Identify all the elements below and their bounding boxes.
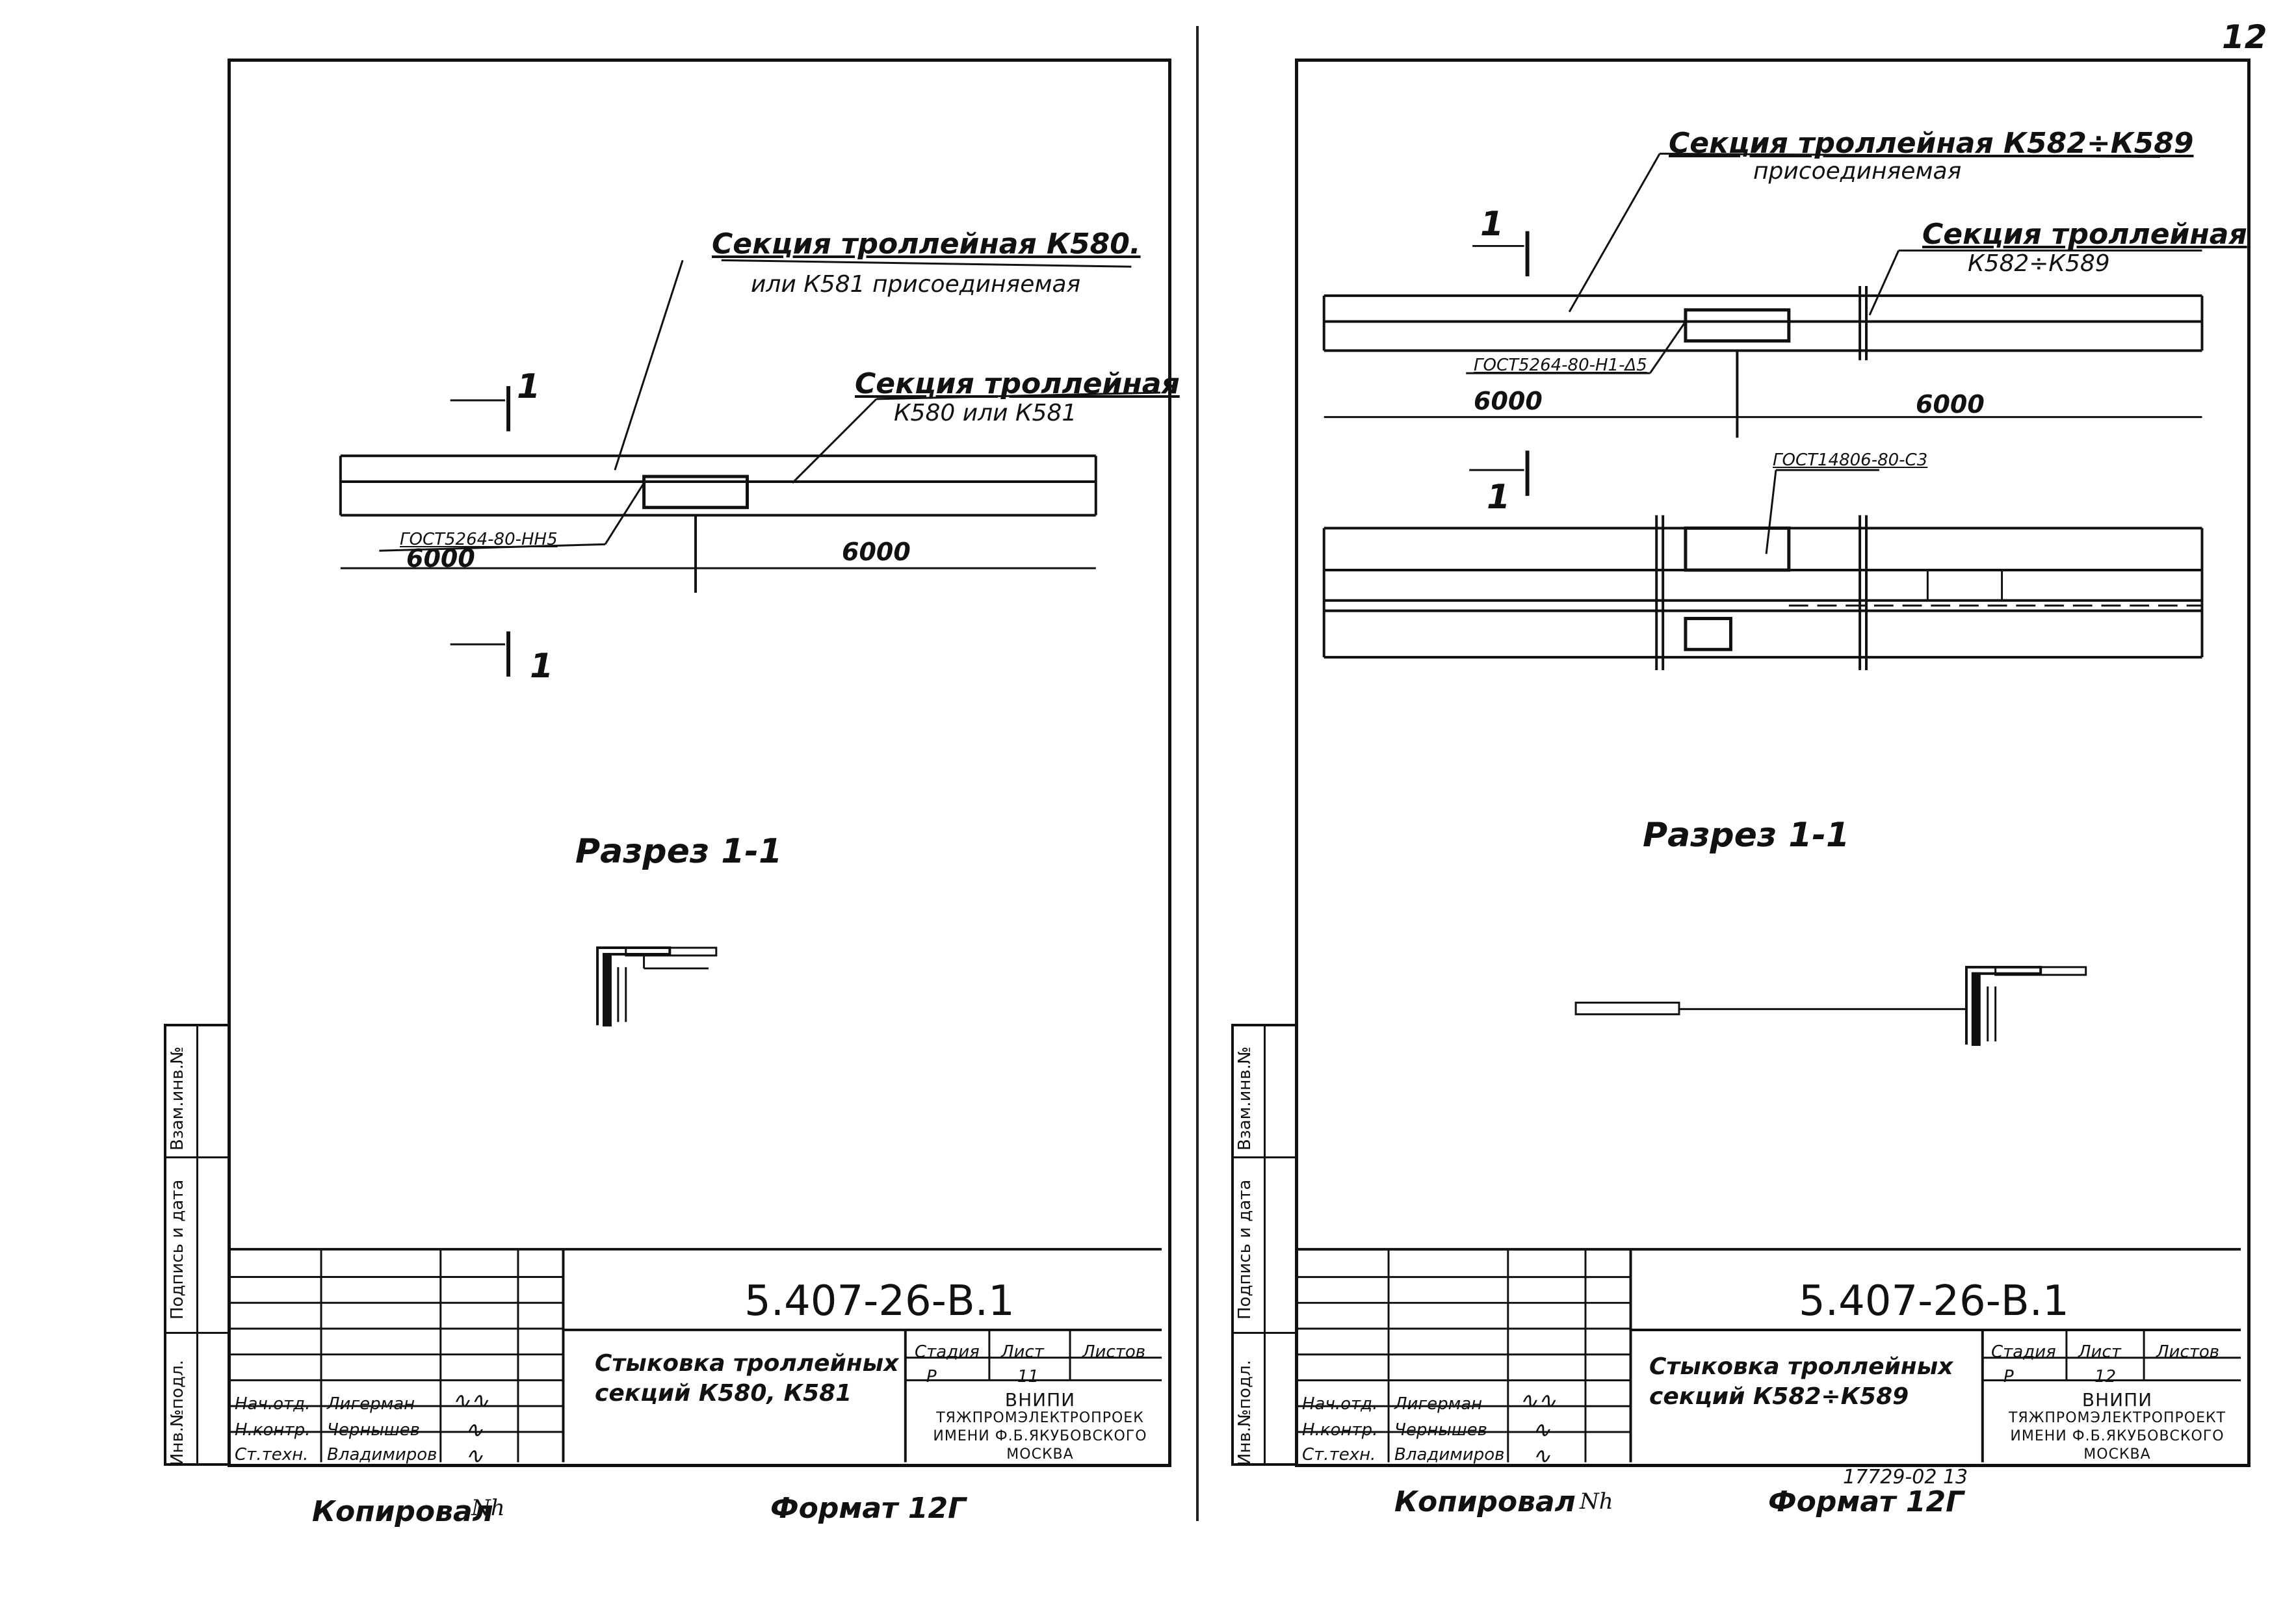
role-1: Нач.отд. bbox=[1302, 1394, 1378, 1414]
sheet-value: 11 bbox=[1017, 1367, 1039, 1386]
label-joined-section: Секция троллейная К580. bbox=[712, 228, 1141, 261]
org-line-1: ВНИПИ bbox=[1004, 1389, 1076, 1411]
copied-by-right: Копировал bbox=[1394, 1485, 1576, 1518]
org-line-1: ВНИПИ bbox=[2081, 1389, 2153, 1411]
role-2: Н.контр. bbox=[1302, 1420, 1378, 1440]
dimension-right: 6000 bbox=[1916, 390, 1985, 419]
page-number: 12 bbox=[2222, 18, 2267, 56]
stage-header: Стадия bbox=[915, 1342, 980, 1362]
org-line-4: МОСКВА bbox=[2083, 1446, 2151, 1463]
section-mark-bottom: 1 bbox=[1487, 478, 1511, 517]
drawing-left-geometry bbox=[231, 259, 1162, 1463]
sheets-header: Листов bbox=[1082, 1342, 1146, 1362]
drawing-sheet-right: Секция троллейная К582÷К589 присоединяем… bbox=[1295, 59, 2250, 1469]
signature-1: ∿∿ bbox=[452, 1388, 489, 1414]
signature-3: ∿ bbox=[465, 1443, 484, 1469]
role-2: Н.контр. bbox=[235, 1420, 311, 1440]
format-left: Формат 12Г bbox=[770, 1492, 967, 1525]
drawing-sheet-left: Секция троллейная К580. или К581 присоед… bbox=[228, 59, 1180, 1469]
drawing-title-line-2: секций К582÷К589 bbox=[1649, 1383, 1909, 1410]
name-2: Чернышев bbox=[327, 1420, 420, 1440]
drawing-title: Стыковка троллейных секций К580, К581 bbox=[595, 1349, 898, 1409]
label-base-section-2: К582÷К589 bbox=[1968, 250, 2110, 277]
signature-1: ∿∿ bbox=[1519, 1388, 1556, 1414]
org-line-4: МОСКВА bbox=[1006, 1446, 1074, 1463]
sheet-divider bbox=[1196, 26, 1199, 1521]
drawing-title-line-2: секций К580, К581 bbox=[595, 1380, 852, 1407]
role-3: Ст.техн. bbox=[1302, 1445, 1376, 1464]
drawing-title-line-1: Стыковка троллейных bbox=[595, 1350, 899, 1377]
name-1: Лигерман bbox=[1394, 1394, 1483, 1414]
sheets-header: Листов bbox=[2156, 1342, 2220, 1362]
label-base-section-2: К580 или К581 bbox=[894, 400, 1077, 426]
section-title: Разрез 1-1 bbox=[575, 832, 783, 871]
drawing-code: 5.407-26-В.1 bbox=[1799, 1277, 2069, 1325]
org-line-3: ИМЕНИ Ф.Б.ЯКУБОВСКОГО bbox=[2010, 1428, 2224, 1444]
copier-signature-left: Nh bbox=[471, 1495, 505, 1521]
sheet-header: Лист bbox=[2078, 1342, 2121, 1362]
archive-number: 17729-02 13 bbox=[1843, 1466, 1968, 1489]
drawing-title: Стыковка троллейных секций К582÷К589 bbox=[1649, 1352, 1953, 1412]
name-3: Владимиров bbox=[1394, 1445, 1505, 1464]
sheet-value: 12 bbox=[2094, 1367, 2117, 1386]
dimension-right: 6000 bbox=[842, 538, 911, 566]
dimension-left: 6000 bbox=[1474, 387, 1543, 415]
stage-value: Р bbox=[2003, 1367, 2014, 1386]
name-1: Лигерман bbox=[327, 1394, 415, 1414]
label-joined-section: Секция троллейная К582÷К589 bbox=[1669, 127, 2194, 160]
name-2: Чернышев bbox=[1394, 1420, 1487, 1440]
gost-weld-note-top: ГОСТ5264-80-Н1-Δ5 bbox=[1474, 356, 1647, 375]
gost-weld-note: ГОСТ5264-80-НН5 bbox=[400, 530, 558, 549]
stage-header: Стадия bbox=[1991, 1342, 2056, 1362]
label-joined-section-2: присоединяемая bbox=[1753, 158, 1962, 185]
organization-block: ВНИПИ ТЯЖПРОМЭЛЕКТРОПРОЕК ИМЕНИ Ф.Б.ЯКУБ… bbox=[913, 1391, 1167, 1464]
role-1: Нач.отд. bbox=[235, 1394, 311, 1414]
signature-2: ∿ bbox=[1532, 1417, 1551, 1443]
organization-block: ВНИПИ ТЯЖПРОМЭЛЕКТРОПРОЕКТ ИМЕНИ Ф.Б.ЯКУ… bbox=[1989, 1391, 2246, 1464]
format-right: Формат 12Г bbox=[1768, 1485, 1964, 1518]
gost-weld-note-bottom: ГОСТ14806-80-С3 bbox=[1773, 450, 1928, 470]
org-line-2: ТЯЖПРОМЭЛЕКТРОПРОЕК bbox=[936, 1410, 1144, 1426]
section-mark-top: 1 bbox=[517, 367, 541, 406]
drawing-title-line-1: Стыковка троллейных bbox=[1649, 1353, 1953, 1380]
section-mark-top: 1 bbox=[1480, 205, 1504, 244]
copied-by-left: Копировал bbox=[312, 1495, 493, 1528]
drawing-right-geometry bbox=[1298, 152, 2241, 1463]
signature-2: ∿ bbox=[465, 1417, 484, 1443]
role-3: Ст.техн. bbox=[235, 1445, 309, 1464]
signature-3: ∿ bbox=[1532, 1443, 1551, 1469]
org-line-3: ИМЕНИ Ф.Б.ЯКУБОВСКОГО bbox=[933, 1428, 1147, 1444]
label-joined-section-2: или К581 присоединяемая bbox=[751, 271, 1081, 298]
drawing-code: 5.407-26-В.1 bbox=[744, 1277, 1015, 1325]
section-mark-bottom: 1 bbox=[530, 647, 554, 686]
name-3: Владимиров bbox=[327, 1445, 437, 1464]
copier-signature-right: Nh bbox=[1580, 1489, 1613, 1515]
section-title: Разрез 1-1 bbox=[1643, 816, 1850, 855]
side-strip-frame-right bbox=[1231, 1024, 1295, 1466]
sheet-header: Лист bbox=[1001, 1342, 1044, 1362]
dimension-left: 6000 bbox=[406, 544, 475, 573]
label-base-section: Секция троллейная bbox=[855, 367, 1180, 400]
stage-value: Р bbox=[926, 1367, 937, 1386]
label-base-section: Секция троллейная bbox=[1922, 218, 2247, 251]
org-line-2: ТЯЖПРОМЭЛЕКТРОПРОЕКТ bbox=[2008, 1410, 2226, 1426]
side-strip-frame bbox=[164, 1024, 228, 1466]
